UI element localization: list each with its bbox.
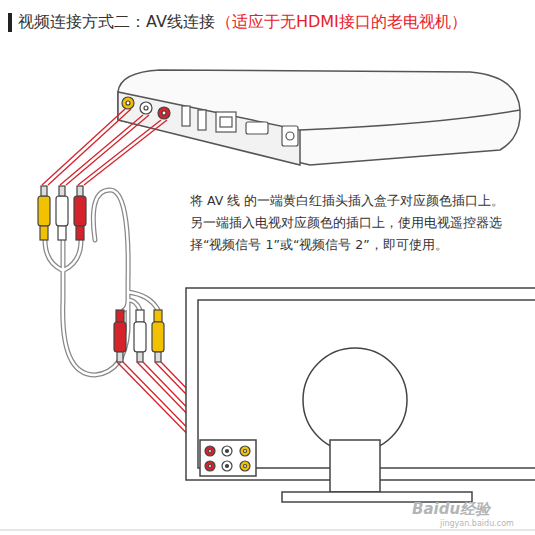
television bbox=[186, 288, 535, 502]
watermark-url: jingyan.baidu.com bbox=[440, 519, 514, 528]
signal-lines bbox=[42, 109, 167, 185]
title-bar bbox=[8, 13, 12, 32]
rca-plugs-bottom bbox=[114, 310, 164, 362]
tv-rca-jacks bbox=[205, 446, 250, 471]
box-ports bbox=[182, 106, 298, 146]
av-cable bbox=[45, 190, 158, 375]
box-rca-jacks bbox=[122, 97, 170, 119]
tv-box bbox=[118, 70, 520, 165]
watermark: Baidu经验 bbox=[412, 500, 490, 519]
rca-plugs-top bbox=[38, 186, 86, 240]
bottom-rule bbox=[0, 530, 535, 531]
title-note: （适应于无HDMI接口的老电视机） bbox=[216, 12, 467, 32]
instruction-note: 将 AV 线 的一端黄白红插头插入盒子对应颜色插口上。另一端插入电视对应颜色的插… bbox=[190, 190, 508, 256]
title: 视频连接方式二：AV线连接 bbox=[18, 12, 215, 32]
